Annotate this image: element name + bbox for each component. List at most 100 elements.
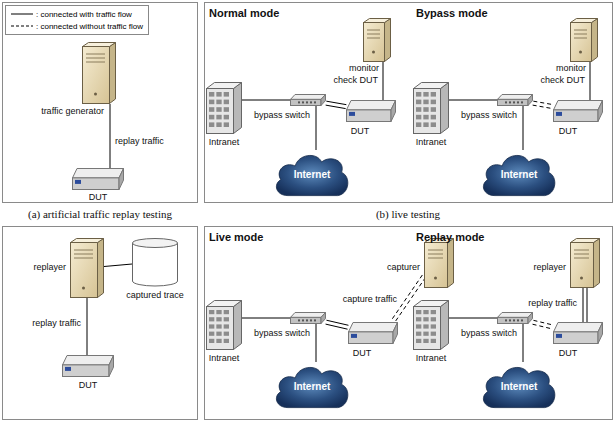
panel-frame: [205, 3, 613, 203]
switch-icon: bypass switch: [290, 312, 326, 324]
switch-icon-shape: [290, 312, 326, 324]
mode-title: Normal mode: [209, 7, 279, 20]
server-icon-shape: [82, 42, 116, 104]
node-label: bypass switch: [461, 110, 517, 121]
storage-cylinder-shape: [132, 238, 178, 286]
device-box: DUT: [72, 168, 124, 190]
device-box-shape: [553, 100, 603, 122]
network-link: [242, 100, 290, 101]
network-link: [326, 101, 347, 108]
node-label: capturer: [387, 262, 420, 273]
network-link: [533, 320, 554, 329]
device-box: DUT: [346, 100, 396, 122]
node-label: DUT: [79, 380, 98, 391]
network-link: [583, 288, 587, 322]
node-label: bypass switch: [254, 110, 310, 121]
network-building-shape: [413, 300, 449, 350]
network-link: [87, 298, 88, 355]
node-label: Internet: [272, 362, 352, 410]
node-label: traffic generator: [41, 106, 104, 117]
network-building: Intranet: [413, 82, 449, 134]
server-icon: monitor: [570, 18, 598, 62]
device-box: DUT: [553, 322, 603, 344]
switch-icon-shape: [497, 94, 533, 106]
edge-label: replay traffic: [527, 298, 578, 309]
legend-box: : connected with traffic flow : connected…: [5, 5, 149, 35]
node-label: DUT: [351, 126, 370, 137]
edge-label: replay traffic: [31, 318, 82, 329]
server-icon-shape: [570, 238, 600, 288]
server-icon-shape: [424, 238, 454, 288]
node-label: DUT: [559, 126, 578, 137]
node-label: DUT: [559, 348, 578, 359]
mode-title: Live mode: [209, 231, 263, 244]
node-label: captured trace: [126, 290, 184, 301]
switch-icon-shape: [290, 94, 326, 106]
server-icon: monitor: [363, 18, 391, 62]
switch-icon-shape: [497, 312, 533, 324]
network-building: Intranet: [206, 82, 242, 134]
panel-frame: [3, 227, 198, 420]
network-link: [523, 324, 524, 362]
node-label: Intranet: [209, 137, 240, 148]
edge-label: replay traffic: [114, 136, 165, 147]
network-link: [383, 62, 384, 100]
network-link: [316, 106, 317, 150]
panel-caption: (a) artificial traffic replay testing: [28, 208, 172, 221]
device-box-shape: [62, 355, 114, 377]
network-link: [590, 62, 591, 100]
server-icon: replayer: [570, 238, 600, 288]
internet-cloud: Internet: [479, 362, 559, 410]
mode-title: Replay mode: [416, 231, 484, 244]
network-link: [523, 106, 524, 150]
legend-text: : connected with traffic flow: [36, 10, 132, 19]
device-box-shape: [72, 168, 124, 190]
switch-icon: bypass switch: [497, 94, 533, 106]
device-box-shape: [553, 322, 603, 344]
panel-frame: [3, 3, 198, 203]
panel-frame: [205, 227, 613, 420]
edge-label: capture traffic: [342, 294, 398, 305]
edge-label: check DUT: [332, 75, 379, 86]
node-label: Intranet: [209, 353, 240, 364]
edge-label: check DUT: [539, 75, 586, 86]
mode-title: Bypass mode: [416, 7, 488, 20]
network-link: [449, 100, 497, 101]
network-building-shape: [206, 300, 242, 350]
node-label: Intranet: [416, 353, 447, 364]
node-label: bypass switch: [254, 328, 310, 339]
network-link: [449, 318, 497, 319]
network-link: [104, 264, 132, 266]
server-icon: replayer: [70, 238, 104, 298]
internet-cloud: Internet: [479, 150, 559, 198]
network-building: Intranet: [413, 300, 449, 350]
network-link: [316, 324, 317, 362]
node-label: Internet: [272, 150, 352, 198]
legend-line-sample: [10, 11, 34, 17]
device-box: DUT: [553, 100, 603, 122]
server-icon: capturer: [424, 238, 454, 288]
internet-cloud: Internet: [272, 150, 352, 198]
network-building-shape: [206, 82, 242, 134]
network-building: Intranet: [206, 300, 242, 350]
node-label: Internet: [479, 362, 559, 410]
legend-line-sample: [10, 23, 34, 29]
node-label: replayer: [33, 262, 66, 273]
network-link: [326, 320, 349, 329]
legend-text: : connected without traffic flow: [36, 22, 143, 31]
panel-caption: (b) live testing: [376, 208, 440, 221]
node-label: monitor: [556, 63, 586, 74]
network-link: [533, 101, 554, 108]
node-label: Intranet: [416, 137, 447, 148]
legend-row: : connected without traffic flow: [10, 20, 143, 32]
node-label: DUT: [353, 348, 372, 359]
node-label: Internet: [479, 150, 559, 198]
node-label: bypass switch: [461, 328, 517, 339]
network-link: [110, 104, 111, 168]
server-icon: traffic generator: [82, 42, 116, 104]
network-link: [242, 318, 290, 319]
legend-row: : connected with traffic flow: [10, 8, 143, 20]
node-label: replayer: [533, 262, 566, 273]
network-building-shape: [413, 82, 449, 134]
device-box-shape: [348, 322, 398, 344]
